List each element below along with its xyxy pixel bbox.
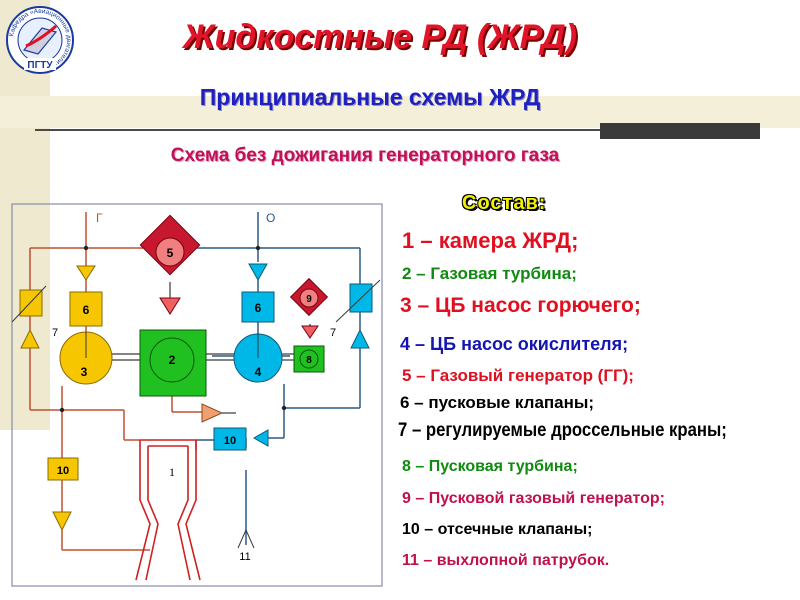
junction-dots (59, 245, 287, 413)
combustion-chamber-number: 1 (169, 465, 175, 479)
legend-item-11: 11 – выхлопной патрубок. (402, 552, 610, 569)
combustion-chamber (135, 439, 201, 581)
oxidizer-pump: 4 (233, 333, 283, 383)
fuel-lines (29, 212, 202, 551)
oxidizer-cutoff-number: 10 (224, 435, 236, 447)
legend-item-2: 2 – Газовая турбина; (402, 264, 577, 283)
exhaust-nozzle-number: 11 (239, 551, 250, 563)
oxidizer-throttle-valve: 7 (330, 279, 381, 349)
legend-item-5: 5 – Газовый генератор (ГГ); (402, 366, 634, 385)
oxidizer-inlet-label: О (266, 211, 275, 225)
exhaust-nozzle (237, 529, 255, 549)
oxidizer-cutoff-valve: 10 (213, 427, 247, 451)
gas-generator-nozzle-icon (159, 297, 181, 315)
diagram-frame (11, 203, 383, 587)
fuel-inlet-label: Г (96, 211, 103, 225)
start-turbine-number: 8 (306, 355, 312, 366)
oxidizer-cutoff-arrow-icon (252, 429, 269, 447)
legend-item-8: 8 – Пусковая турбина; (402, 458, 578, 475)
oxidizer-throttle-number: 7 (330, 327, 336, 339)
page-title: Жидкостные РД (ЖРД) (183, 18, 577, 56)
gas-generator: 5 (139, 214, 201, 276)
start-gas-generator-number: 9 (306, 294, 312, 305)
fuel-cutoff-arrow-icon (52, 511, 72, 532)
start-turbine: 8 (293, 345, 325, 373)
university-logo: Кафедра «Авиационные двигатели» ПГТУ (6, 6, 74, 74)
logo-wing-icon (22, 27, 58, 55)
composition-title: Состав: (462, 192, 547, 214)
start-gas-generator: 9 (289, 277, 329, 317)
oxidizer-start-valve: 6 (241, 291, 275, 323)
start-gas-generator-nozzle-icon (301, 325, 319, 339)
fuel-cutoff-valve: 10 (47, 457, 79, 481)
fuel-start-valve: 6 (69, 291, 103, 327)
fuel-inlet-valve-icon (76, 265, 96, 281)
legend-item-7: 7 – регулируемые дроссельные краны; (398, 420, 727, 441)
fuel-cutoff-number: 10 (57, 465, 69, 477)
oxidizer-lines (195, 212, 361, 545)
logo-swoosh-icon (25, 24, 57, 48)
oxidizer-inlet-valve-icon (248, 263, 268, 282)
scheme-title: Схема без дожигания генераторного газа (170, 145, 560, 166)
oxidizer-start-valve-number: 6 (255, 301, 262, 315)
logo-bottom-text: ПГТУ (27, 60, 53, 71)
legend-item-4: 4 – ЦБ насос окислителя; (400, 334, 629, 354)
fuel-pump: 3 (59, 331, 113, 385)
gas-turbine-number: 2 (169, 353, 176, 367)
legend-item-6: 6 – пусковые клапаны; (400, 393, 595, 412)
turbopump-shaft (112, 353, 294, 361)
legend-item-10: 10 – отсечные клапаны; (402, 521, 593, 538)
legend-item-9: 9 – Пусковой газовый генератор; (402, 490, 665, 507)
page-subtitle: Принципиальные схемы ЖРД (199, 84, 541, 110)
divider-line (35, 129, 760, 131)
fuel-start-valve-number: 6 (83, 303, 90, 317)
fuel-pump-number: 3 (81, 365, 88, 379)
background-band (0, 96, 800, 128)
divider-bar (600, 123, 760, 139)
fuel-throttle-number: 7 (52, 327, 58, 339)
fuel-throttle-valve: 7 (11, 285, 58, 349)
legend-item-3: 3 – ЦБ насос горючего; (400, 294, 641, 317)
oxidizer-pump-number: 4 (255, 365, 262, 379)
gas-turbine: 2 (139, 329, 207, 397)
legend-item-1: 1 – камера ЖРД; (402, 228, 579, 253)
gas-generator-number: 5 (167, 246, 174, 260)
turbine-exhaust-arrow-icon (201, 403, 224, 423)
